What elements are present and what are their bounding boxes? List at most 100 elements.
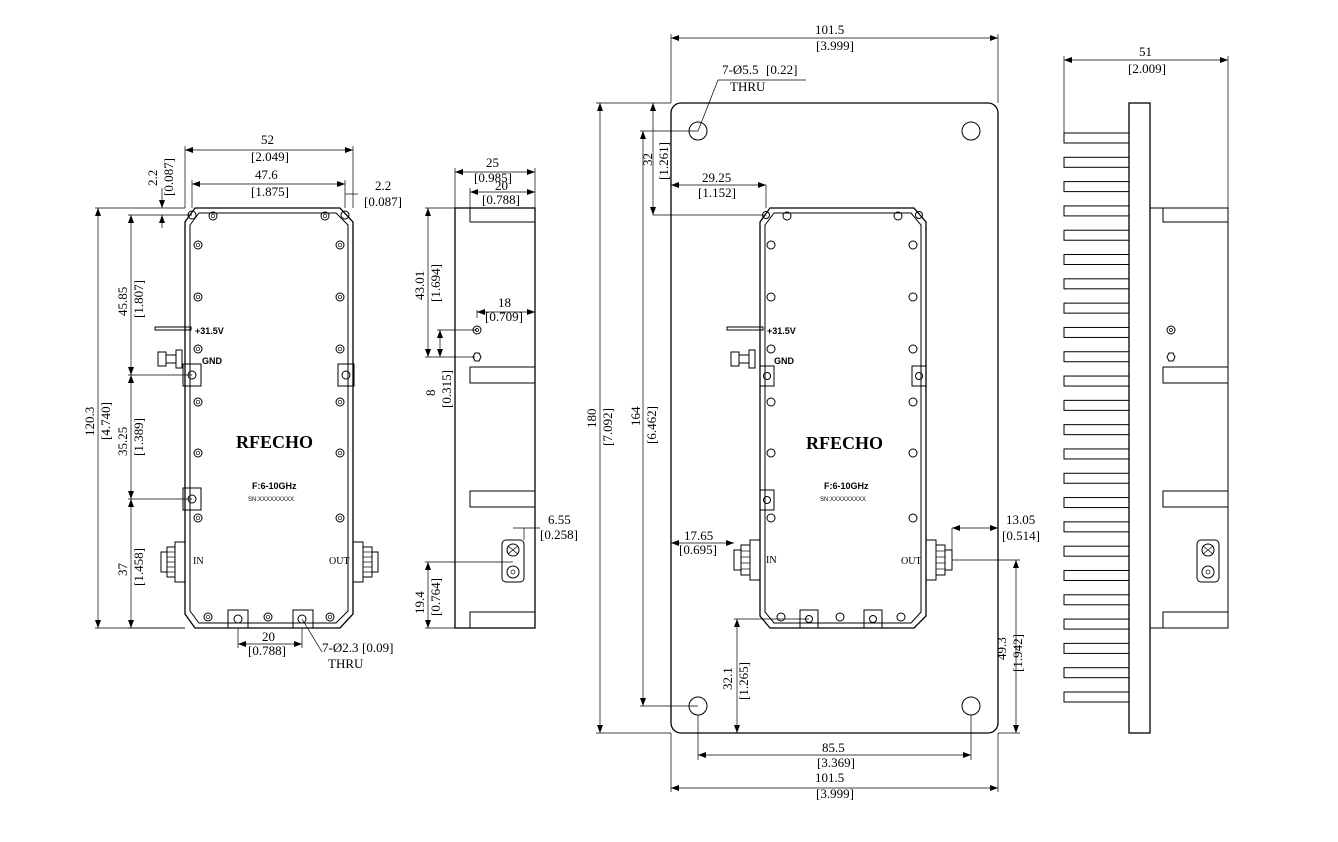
fin-view: 51 [2.009] [1063, 44, 1229, 734]
dim-fin-depth-in: [2.009] [1128, 61, 1166, 76]
side-body [454, 207, 536, 629]
dim-pin-spacing-in: [0.315] [439, 370, 454, 408]
brand-logo: RFECHO [236, 432, 313, 452]
dim-width-mm: 52 [261, 132, 274, 147]
fin-side-module [1150, 207, 1229, 629]
dim-module-offset-mm: 29.25 [702, 170, 731, 185]
dim-hs-height-in: [7.092] [600, 408, 615, 446]
dim-pin-offset-in: [0.709] [485, 309, 523, 324]
dim-pin-top-mm: 43.01 [412, 271, 427, 300]
brand-logo-heatsink: RFECHO [806, 433, 883, 453]
dim-bottom-offset-in: [1.265] [736, 662, 751, 700]
dim-conn-height-in: [0.764] [428, 578, 443, 616]
dim-hs-width-top-mm: 101.5 [815, 22, 844, 37]
dim-inner-width-in: [1.875] [251, 184, 289, 199]
heatsink-fin [1063, 472, 1130, 484]
dim-conn-offset-mm: 6.55 [548, 512, 571, 527]
holes-note-front: 7-Ø2.3 [322, 640, 358, 655]
module-outline-heatsink [759, 207, 927, 629]
dim-flange-in: [0.788] [482, 192, 520, 207]
dim-conn-height-mm: 19.4 [412, 591, 427, 614]
dim-top-offset-in: [1.261] [656, 142, 671, 180]
dim-hole-mid-in: [1.389] [131, 418, 146, 456]
heatsink-fins [1063, 132, 1130, 703]
dim-conn-offset-in: [0.258] [540, 527, 578, 542]
mounting-tab [759, 211, 927, 629]
dim-bottom-offset-mm: 32.1 [720, 667, 735, 690]
dim-depth-in: [0.985] [474, 170, 512, 185]
heatsink-fin [1063, 618, 1130, 630]
supply-label: +31.5V [195, 326, 224, 336]
sma-connector-out [925, 539, 953, 581]
dimension-lines-front [95, 146, 358, 653]
heatsink-fin [1063, 302, 1130, 314]
mounting-tab [182, 363, 355, 629]
dim-pin-spacing-mm: 8 [423, 390, 438, 397]
dim-tab-spacing-in: [0.788] [248, 643, 286, 658]
heatsink-fin [1063, 205, 1130, 217]
gnd-label-heatsink: GND [774, 356, 795, 366]
heatsink-fin [1063, 545, 1130, 557]
heatsink-fin [1063, 497, 1130, 509]
screw [193, 211, 345, 622]
heatsink-fin [1063, 132, 1130, 144]
heatsink-fin [1063, 278, 1130, 290]
dim-out-offset-mm: 13.05 [1006, 512, 1035, 527]
thru-note-front: THRU [328, 656, 364, 671]
dim-height-mm: 120.3 [82, 407, 97, 436]
front-view: +31.5V GND RFECHO F:6-10GHz SN:XXXXXXXXX… [82, 132, 402, 671]
heatsink-fin [1063, 642, 1130, 654]
dim-module-offset-in: [1.152] [698, 185, 736, 200]
dim-height-in: [4.740] [98, 402, 113, 440]
heatsink-fin [1063, 375, 1130, 387]
heatsink-fin [1063, 667, 1130, 679]
holes-note-front-in: [0.09] [362, 640, 393, 655]
heatsink-view: +31.5V GND RFECHO F:6-10GHz SN:XXXXXXXXX… [584, 22, 1040, 801]
heatsink-fin [1063, 181, 1130, 193]
out-label: OUT [329, 556, 350, 567]
serial-label: SN:XXXXXXXXX [248, 497, 294, 503]
heatsink-fin [1063, 521, 1130, 533]
dim-hole-top-in: [1.807] [131, 280, 146, 318]
sma-connector-in [160, 541, 186, 583]
dim-out-height-in: [1.942] [1010, 634, 1025, 672]
dimension-lines-fin [1063, 56, 1229, 208]
dim-in-offset-in: [0.695] [679, 542, 717, 557]
dim-width-in: [2.049] [251, 149, 289, 164]
module-outline-front [184, 207, 354, 629]
dim-out-offset-in: [0.514] [1002, 528, 1040, 543]
side-pin [472, 325, 482, 362]
heatsink-fin [1063, 399, 1130, 411]
dim-inner-width-mm: 47.6 [255, 167, 278, 182]
dim-top-offset-mm: 32 [640, 153, 655, 166]
dim-out-height-mm: 49.3 [994, 637, 1009, 660]
dim-hs-width-bottom-mm: 101.5 [815, 770, 844, 785]
dim-tab-spacing-mm: 20 [262, 629, 275, 644]
dim-pin-top-in: [1.694] [428, 264, 443, 302]
gnd-terminal [730, 349, 756, 369]
holes-note-heatsink-in: [0.22] [766, 62, 797, 77]
in-label-heatsink: IN [766, 555, 777, 566]
heatsink-fin [1063, 569, 1130, 581]
dim-right-edge-in: [0.087] [364, 194, 402, 209]
fin-base-plate [1128, 102, 1151, 734]
serial-label-heatsink: SN:XXXXXXXXX [820, 497, 866, 503]
dim-hs-width-top-in: [3.999] [816, 38, 854, 53]
gnd-label: GND [202, 356, 223, 366]
dim-left-edge-in: [0.087] [161, 158, 176, 196]
sma-connector-out [352, 541, 379, 583]
heatsink-plate [670, 102, 999, 734]
dim-hole-top-mm: 45.85 [115, 287, 130, 316]
dimension-lines-side [425, 168, 540, 629]
thru-note-heatsink: THRU [730, 79, 766, 94]
dim-left-edge-mm: 2.2 [145, 170, 160, 186]
heatsink-fin [1063, 326, 1130, 338]
heatsink-fin [1063, 351, 1130, 363]
heatsink-fin [1063, 424, 1130, 436]
dim-hole-mid-mm: 35.25 [115, 427, 130, 456]
dim-flange-mm: 20 [495, 178, 508, 193]
supply-label-heatsink: +31.5V [767, 326, 796, 336]
supply-pin [154, 326, 192, 331]
heatsink-fin [1063, 448, 1130, 460]
